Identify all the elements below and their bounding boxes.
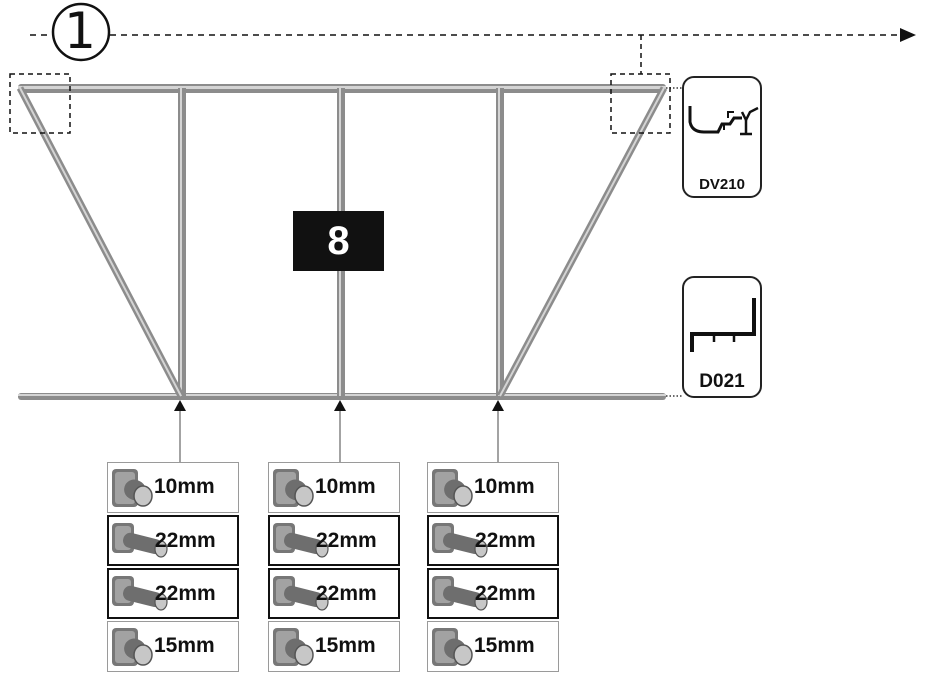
arrow-head-icon bbox=[900, 28, 916, 42]
long-bolt-icon bbox=[432, 523, 488, 558]
screw-length-label: 22mm bbox=[475, 582, 536, 605]
screw-length-label: 22mm bbox=[316, 529, 377, 552]
screw-row: 22mm bbox=[427, 568, 559, 619]
profile-card-d021: D021 bbox=[682, 276, 762, 398]
screw-length-label: 15mm bbox=[474, 634, 535, 657]
screw-row: 22mm bbox=[268, 515, 400, 566]
long-bolt-icon bbox=[273, 523, 329, 558]
screw-row: 15mm bbox=[107, 621, 239, 672]
screw-length-label: 15mm bbox=[154, 634, 215, 657]
screw-row: 10mm bbox=[107, 462, 239, 513]
profile-code: DV210 bbox=[699, 176, 745, 193]
screw-length-label: 10mm bbox=[154, 475, 215, 498]
screw-length-label: 22mm bbox=[155, 582, 216, 605]
screw-length-label: 22mm bbox=[155, 529, 216, 552]
short-bolt-icon bbox=[432, 628, 473, 666]
gutter-profile-icon bbox=[688, 106, 759, 136]
channel-profile-icon bbox=[690, 298, 756, 352]
arrow-up-icon bbox=[492, 400, 504, 411]
screw-row: 15mm bbox=[268, 621, 400, 672]
step-number: 1 bbox=[64, 2, 96, 60]
screw-row: 22mm bbox=[107, 568, 239, 619]
screw-column: 10mm 22mm 22mm 15mm bbox=[268, 462, 400, 672]
screw-length-label: 15mm bbox=[315, 634, 376, 657]
screw-length-label: 10mm bbox=[315, 475, 376, 498]
screw-row: 10mm bbox=[427, 462, 559, 513]
screw-row: 10mm bbox=[268, 462, 400, 513]
screw-length-label: 10mm bbox=[474, 475, 535, 498]
profile-code: D021 bbox=[699, 371, 745, 392]
short-bolt-icon bbox=[112, 469, 153, 507]
screw-row: 22mm bbox=[427, 515, 559, 566]
long-bolt-icon bbox=[432, 576, 488, 611]
short-bolt-icon bbox=[273, 469, 314, 507]
long-bolt-icon bbox=[112, 576, 168, 611]
short-bolt-icon bbox=[112, 628, 153, 666]
corner-detail-box bbox=[610, 73, 671, 134]
frame-label: 8 bbox=[293, 211, 384, 271]
screw-column: 10mm 22mm 22mm 15mm bbox=[427, 462, 559, 672]
screw-length-label: 22mm bbox=[475, 529, 536, 552]
pointer-arrows bbox=[174, 400, 504, 462]
corner-detail-box bbox=[9, 73, 71, 134]
screw-row: 22mm bbox=[268, 568, 400, 619]
short-bolt-icon bbox=[432, 469, 473, 507]
screw-length-label: 22mm bbox=[316, 582, 377, 605]
arrow-up-icon bbox=[174, 400, 186, 411]
long-bolt-icon bbox=[112, 523, 168, 558]
step-circle bbox=[51, 2, 111, 62]
arrow-up-icon bbox=[334, 400, 346, 411]
screw-row: 22mm bbox=[107, 515, 239, 566]
short-bolt-icon bbox=[273, 628, 314, 666]
screw-column: 10mm 22mm 22mm 15mm bbox=[107, 462, 239, 672]
long-bolt-icon bbox=[273, 576, 329, 611]
profile-card-dv210: DV210 bbox=[682, 76, 762, 198]
screw-row: 15mm bbox=[427, 621, 559, 672]
